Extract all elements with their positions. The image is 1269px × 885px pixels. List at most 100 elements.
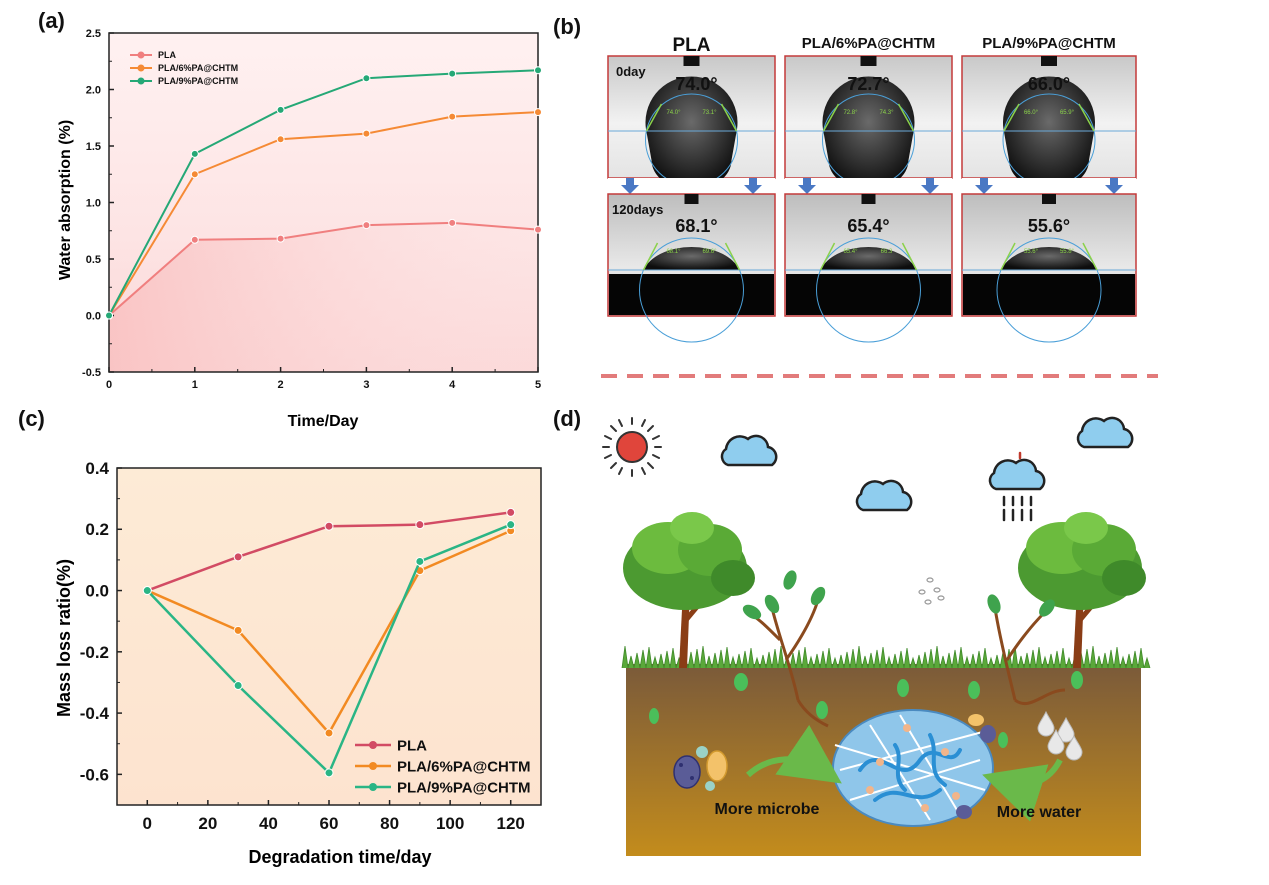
small-angle-label: 55.8° <box>1060 249 1075 255</box>
angle-day0: 66.0° <box>1028 74 1070 94</box>
fit-circle <box>816 237 921 343</box>
data-point <box>142 586 152 596</box>
needle <box>861 194 876 204</box>
data-point <box>105 311 113 320</box>
data-point <box>276 135 285 144</box>
tangent-line <box>642 242 659 271</box>
legend-label: PLA/6%PA@CHTM <box>158 63 238 73</box>
data-point <box>324 768 334 778</box>
x-axis-label-c: Degradation time/day <box>248 847 431 867</box>
needle <box>684 194 699 204</box>
more-water-label: More water <box>997 804 1081 821</box>
small-angle-label: 69.6° <box>702 249 717 255</box>
grass-blades <box>621 645 1151 669</box>
contact-angle-column: PLA/9%PA@CHTM66.0°65.9°66.0°55.6°55.8°55… <box>961 35 1137 343</box>
tangent-line <box>897 103 915 132</box>
x-tick-label: 4 <box>449 379 456 391</box>
data-point <box>534 225 542 234</box>
panel-label-c: (c) <box>18 406 45 431</box>
data-point <box>324 728 334 738</box>
cloud-icon <box>855 479 913 512</box>
data-point <box>233 625 243 635</box>
tangent-line <box>819 242 836 271</box>
plot-area-c <box>117 468 541 805</box>
down-arrow-icon <box>1105 178 1123 194</box>
x-tick-label: 1 <box>192 379 198 391</box>
y-tick-label: 0.0 <box>86 310 101 322</box>
x-axis-label-a: Time/Day <box>288 413 359 430</box>
seeds-icon <box>918 577 945 605</box>
needle <box>860 56 877 66</box>
arrow-water-to-film <box>982 758 1063 822</box>
down-arrow-icon <box>621 178 639 194</box>
angle-day0: 74.0° <box>675 74 717 94</box>
x-tick-label: 0 <box>106 379 112 391</box>
needle <box>1041 56 1057 66</box>
small-angle-label: 66.3 <box>881 249 893 255</box>
y-tick-label: -0.6 <box>80 765 109 784</box>
x-tick-label: 20 <box>198 814 217 833</box>
leaf-icon <box>649 570 1083 748</box>
fit-circle <box>639 237 744 343</box>
degradation-illustration: More microbe More water <box>602 416 1151 856</box>
column-title: PLA <box>673 35 711 56</box>
shadow-band <box>609 274 774 315</box>
legend-label: PLA/9%PA@CHTM <box>158 76 238 86</box>
data-point <box>415 520 425 530</box>
droplet <box>643 246 740 270</box>
tangent-line <box>645 103 663 132</box>
legend-swatch-marker <box>369 762 377 770</box>
arrow-microbe-to-film <box>745 724 842 784</box>
data-point <box>233 681 243 691</box>
arrow-band <box>785 178 952 194</box>
legend-swatch-marker <box>137 77 145 85</box>
data-point <box>448 218 457 227</box>
x-tick-label: 120 <box>497 814 525 833</box>
data-point <box>233 552 243 562</box>
more-microbe-label: More microbe <box>715 801 820 818</box>
pla-film-icon <box>832 709 994 827</box>
small-angle-label: 55.6° <box>1024 249 1039 255</box>
x-tick-label: 40 <box>259 814 278 833</box>
series-line <box>108 221 539 317</box>
y-tick-label: -0.5 <box>82 367 101 379</box>
arrow-band <box>962 178 1136 194</box>
droplet <box>820 246 917 270</box>
data-point <box>506 507 516 517</box>
data-point <box>276 234 285 243</box>
x-tick-label: 0 <box>143 814 152 833</box>
shadow-band <box>963 274 1135 315</box>
tangent-line <box>720 103 738 132</box>
series-group-c <box>142 507 516 778</box>
y-tick-label: 1.0 <box>86 197 101 209</box>
data-point <box>324 521 334 531</box>
shadow-band <box>786 274 951 315</box>
fit-circle <box>996 237 1102 343</box>
down-arrow-icon <box>798 178 816 194</box>
small-angle-label: 72.8° <box>843 110 858 116</box>
series-line <box>108 111 539 317</box>
column-title: PLA/9%PA@CHTM <box>982 35 1116 52</box>
cloud-icon <box>720 434 778 467</box>
arrow-band <box>608 178 775 194</box>
y-tick-label: 0.5 <box>86 254 101 266</box>
area-under-pla <box>109 222 538 372</box>
legend-swatch-marker <box>137 64 145 72</box>
legend-label: PLA/9%PA@CHTM <box>397 779 531 796</box>
data-point <box>190 170 199 179</box>
down-arrow-icon <box>921 178 939 194</box>
row-label-day0: 0day <box>616 64 646 79</box>
column-title: PLA/6%PA@CHTM <box>802 35 936 52</box>
down-arrow-icon <box>975 178 993 194</box>
angle-day120: 55.6° <box>1028 216 1070 236</box>
y-tick-label: 0.0 <box>85 581 109 600</box>
y-tick-label: 1.5 <box>86 141 101 153</box>
tangent-line <box>1000 242 1016 271</box>
data-point <box>448 112 457 121</box>
angle-day0: 72.7° <box>847 74 889 94</box>
